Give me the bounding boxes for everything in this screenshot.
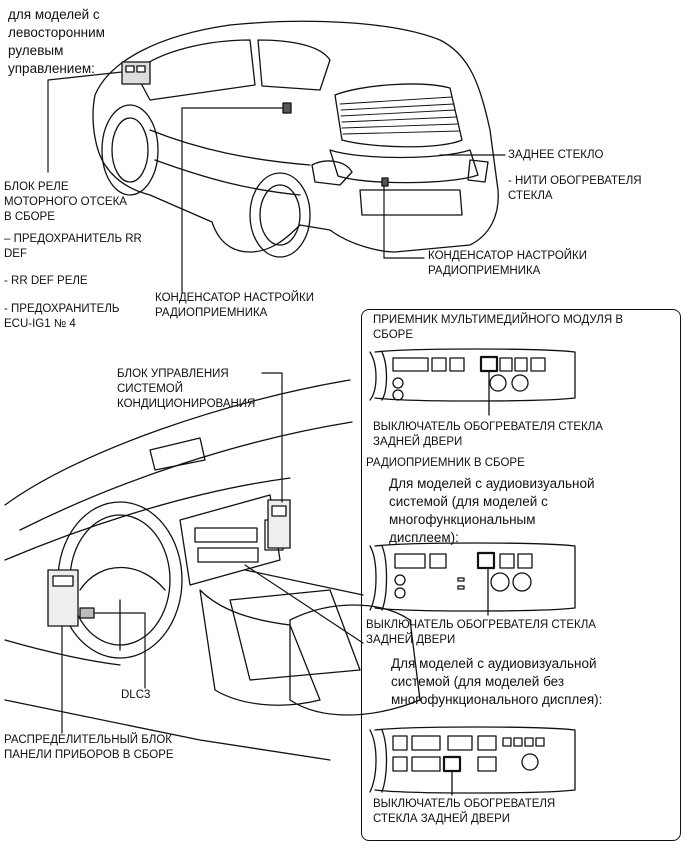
ac-control-label: БЛОК УПРАВЛЕНИЯ СИСТЕМОЙ КОНДИЦИОНИРОВАН… [117, 368, 256, 410]
car-illustration [92, 20, 499, 258]
radio-capacitor-rear-label: КОНДЕНСАТОР НАСТРОЙКИ РАДИОПРИЕМНИКА [428, 250, 587, 277]
switch-panel-2 [369, 542, 576, 616]
radio-receiver-label: РАДИОПРИЕМНИК В СБОРЕ [366, 457, 525, 469]
switch-label-2: ВЫКЛЮЧАТЕЛЬ ОБОГРЕВАТЕЛЯ СТЕКЛА ЗАДНЕЙ Д… [366, 619, 596, 646]
leader-lines-bottom [61, 372, 364, 734]
switch-label-1: ВЫКЛЮЧАТЕЛЬ ОБОГРЕВАТЕЛЯ СТЕКЛА ЗАДНЕЙ Д… [373, 421, 603, 448]
rr-def-fuse-label: – ПРЕДОХРАНИТЕЛЬ RR DEF [4, 233, 142, 260]
defogger-wires-label: - НИТИ ОБОГРЕВАТЕЛЯ СТЕКЛА [508, 175, 642, 202]
instrument-panel-jb-label: РАСПРЕДЕЛИТЕЛЬНЫЙ БЛОК ПАНЕЛИ ПРИБОРОВ В… [4, 734, 174, 761]
av-with-display-label: Для моделей с аудиовизуальной системой (… [389, 476, 595, 545]
radio-capacitor-front-label: КОНДЕНСАТОР НАСТРОЙКИ РАДИОПРИЕМНИКА [155, 292, 314, 319]
switch-label-3: ВЫКЛЮЧАТЕЛЬ ОБОГРЕВАТЕЛЯ СТЕКЛА ЗАДНЕЙ Д… [373, 798, 556, 825]
panel-drawings [369, 348, 576, 796]
dashboard-illustration [4, 379, 421, 761]
engine-relay-block-label: БЛОК РЕЛЕ МОТОРНОГО ОТСЕКА В СБОРЕ [4, 181, 127, 223]
dlc3-label: DLC3 [121, 689, 151, 701]
switch-panel-3 [369, 726, 576, 796]
lhd-note-label: для моделей с левосторонним рулевым упра… [8, 7, 105, 76]
rr-def-relay-label: - RR DEF РЕЛЕ [4, 275, 88, 287]
multimedia-receiver-label: ПРИЕМНИК МУЛЬТИМЕДИЙНОГО МОДУЛЯ В СБОРЕ [373, 314, 624, 341]
switch-panel-1 [369, 348, 576, 416]
callout-frame [361, 309, 681, 841]
av-without-display-label: Для моделей с аудиовизуальной системой (… [391, 656, 603, 707]
leader-lines-top [47, 71, 506, 293]
ecu-ig1-fuse-label: - ПРЕДОХРАНИТЕЛЬ ECU-IG1 № 4 [4, 303, 120, 330]
rear-glass-label: ЗАДНЕЕ СТЕКЛО [508, 149, 604, 161]
